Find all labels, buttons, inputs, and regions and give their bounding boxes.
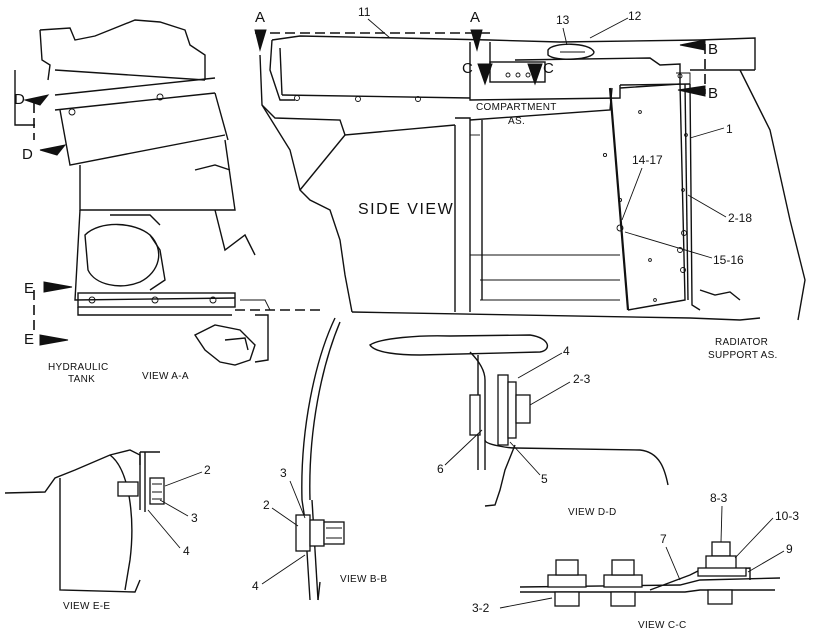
section-marker-d-bottom: D <box>22 146 33 163</box>
hydraulic-tank-label-2: TANK <box>68 374 95 385</box>
section-arrow-b-top <box>679 39 706 51</box>
callout-ee-2: 2 <box>204 463 211 477</box>
section-marker-b-bottom: B <box>708 85 718 102</box>
callout-cc-7: 7 <box>660 532 667 546</box>
callout-1: 1 <box>726 122 733 136</box>
view-ee-drawing <box>4 449 165 593</box>
section-marker-c-left: C <box>462 60 473 77</box>
section-arrow-e-bottom <box>39 334 69 346</box>
callout-ee-3: 3 <box>191 511 198 525</box>
callout-dd-5: 5 <box>541 472 548 486</box>
callout-cc-8-3: 8-3 <box>710 491 728 505</box>
callout-dd-4: 4 <box>563 344 570 358</box>
callout-cc-9: 9 <box>786 542 793 556</box>
callout-11: 11 <box>358 5 371 19</box>
callout-13: 13 <box>556 13 570 27</box>
radiator-label-2: SUPPORT AS. <box>708 350 778 361</box>
hydraulic-tank-label-1: HYDRAULIC <box>48 362 109 373</box>
callout-14-17: 14-17 <box>632 153 663 167</box>
view-aa-drawing <box>14 19 320 366</box>
side-callouts: 11 13 12 1 14-17 2-18 15-16 <box>358 5 752 267</box>
callout-cc-10-3: 10-3 <box>775 509 799 523</box>
callout-bb-3: 3 <box>280 466 287 480</box>
callout-2-18: 2-18 <box>728 211 752 225</box>
callout-dd-2-3: 2-3 <box>573 372 591 386</box>
callout-12: 12 <box>628 9 642 23</box>
callout-bb-2: 2 <box>263 498 270 512</box>
callout-15-16: 15-16 <box>713 253 744 267</box>
callout-dd-6: 6 <box>437 462 444 476</box>
side-view-caption: SIDE VIEW <box>358 201 454 218</box>
view-aa-caption: VIEW A-A <box>142 371 189 382</box>
callout-cc-3-2: 3-2 <box>472 601 490 615</box>
compartment-label-2: AS. <box>508 116 525 127</box>
side-view-drawing <box>255 32 806 321</box>
view-dd-drawing <box>369 334 669 507</box>
section-marker-b-top: B <box>708 41 718 58</box>
view-bb-drawing <box>295 317 345 601</box>
section-arrow-e-top <box>43 281 73 293</box>
section-marker-e-bottom: E <box>24 331 34 348</box>
view-ee-caption: VIEW E-E <box>63 601 110 612</box>
section-marker-a-right: A <box>470 9 480 26</box>
view-dd-caption: VIEW D-D <box>568 507 617 518</box>
callout-bb-4: 4 <box>252 579 259 593</box>
section-marker-d-top: D <box>14 91 25 108</box>
callout-ee-4: 4 <box>183 544 190 558</box>
section-marker-a-left: A <box>255 9 265 26</box>
section-arrow-c-right <box>527 63 543 86</box>
view-cc-drawing <box>519 541 781 607</box>
section-arrow-a-left <box>254 29 267 52</box>
compartment-label-1: COMPARTMENT <box>476 102 557 113</box>
section-arrow-d-bottom <box>39 144 67 156</box>
section-arrow-a-right <box>470 29 483 52</box>
view-bb-caption: VIEW B-B <box>340 574 387 585</box>
section-marker-e-top: E <box>24 280 34 297</box>
view-cc-caption: VIEW C-C <box>638 620 687 631</box>
section-arrow-d-top <box>23 94 50 106</box>
section-marker-c-right: C <box>543 60 554 77</box>
section-arrow-b-bottom <box>677 85 706 97</box>
radiator-label-1: RADIATOR <box>715 337 768 348</box>
section-arrow-c-left <box>477 63 493 86</box>
